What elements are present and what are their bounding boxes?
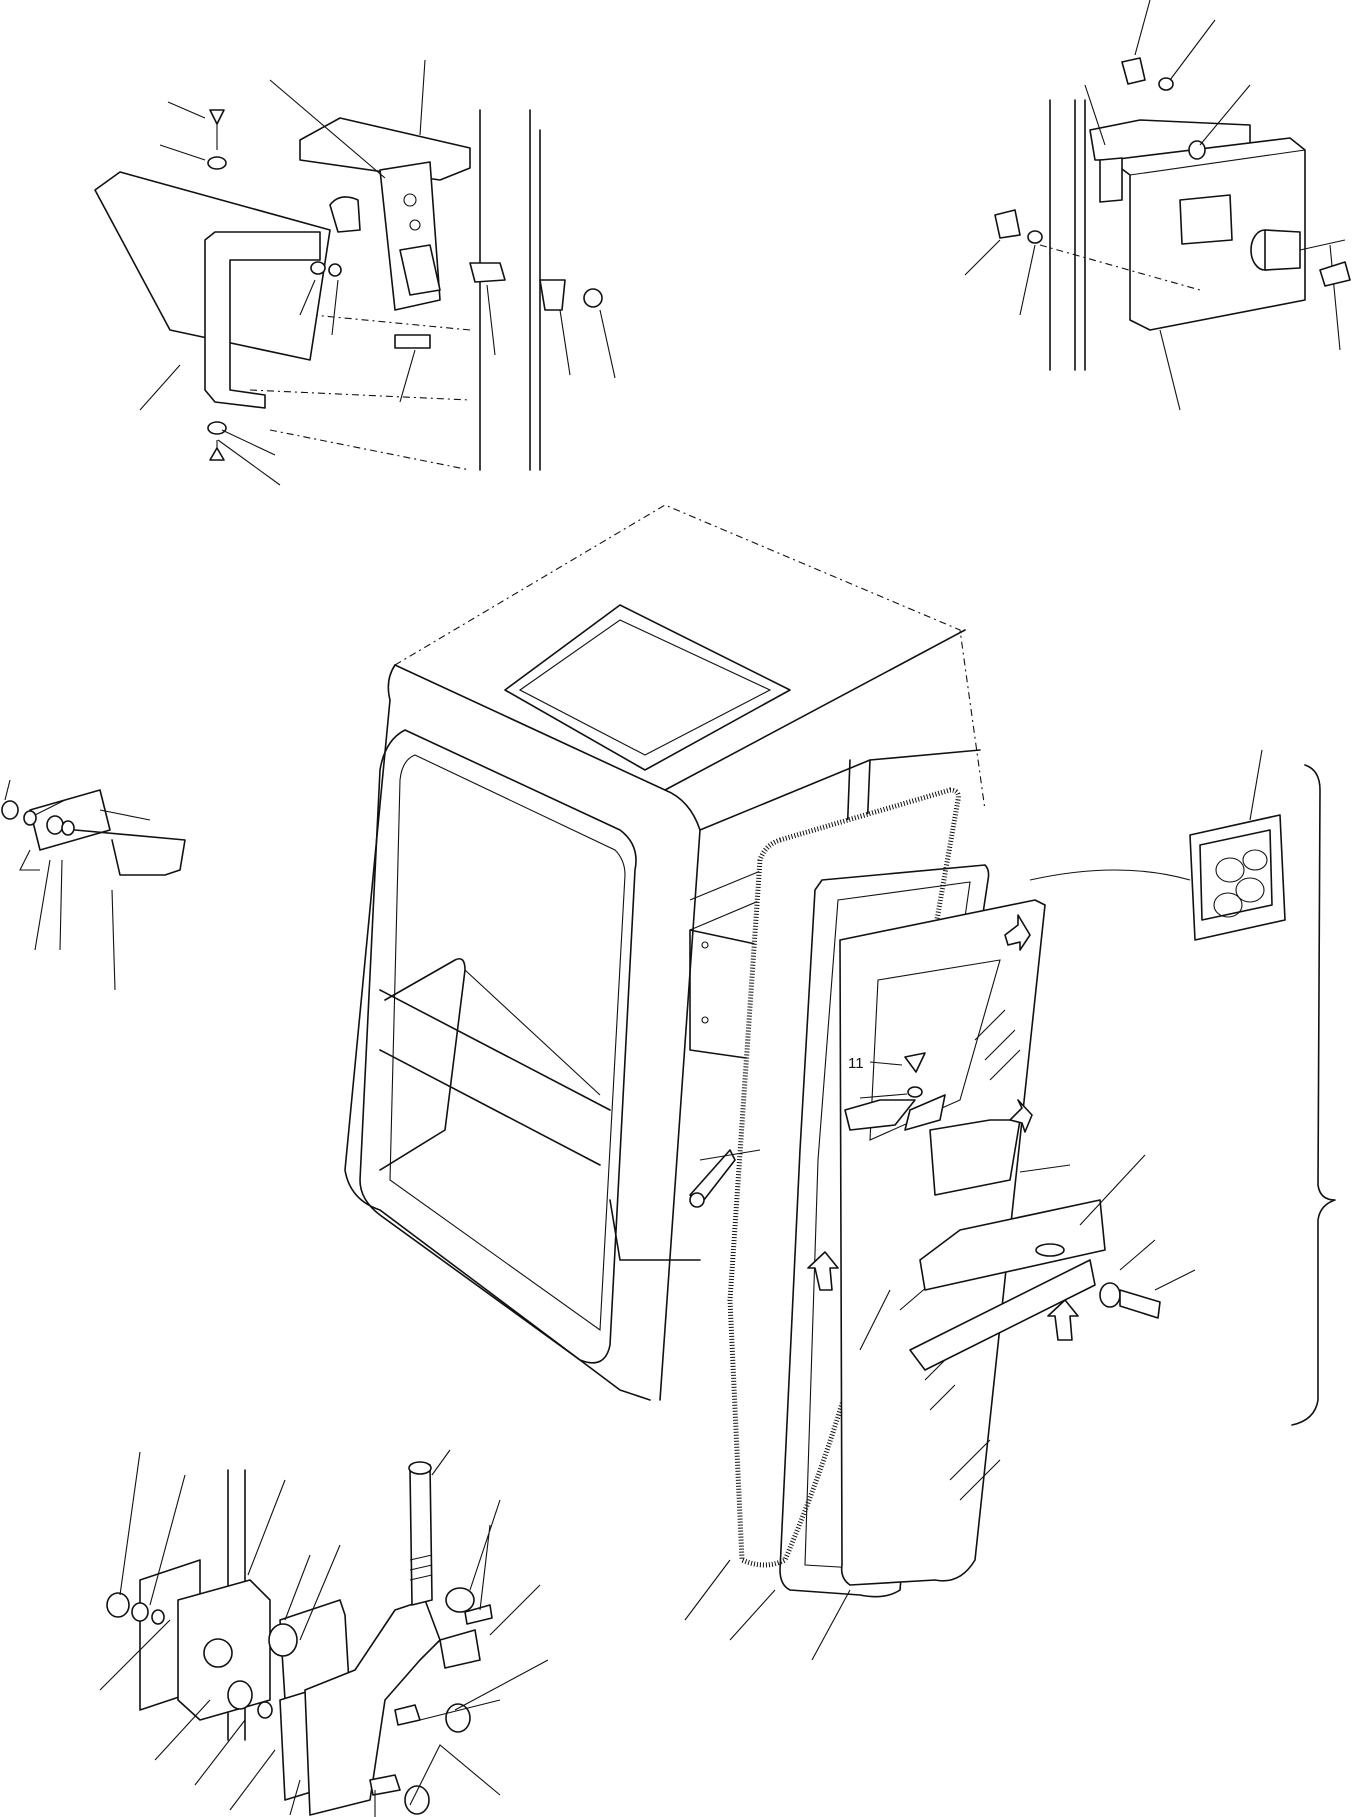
glass-gasket-detail	[1029, 749, 1336, 1426]
door-assembly	[684, 787, 1196, 1661]
latch-detail	[94, 59, 616, 486]
handrail-detail	[1, 779, 186, 991]
hinge-detail	[99, 1449, 549, 1817]
lock-detail	[964, 0, 1351, 411]
callout-11-label: 11	[848, 1055, 864, 1072]
cab-body	[344, 504, 986, 1401]
